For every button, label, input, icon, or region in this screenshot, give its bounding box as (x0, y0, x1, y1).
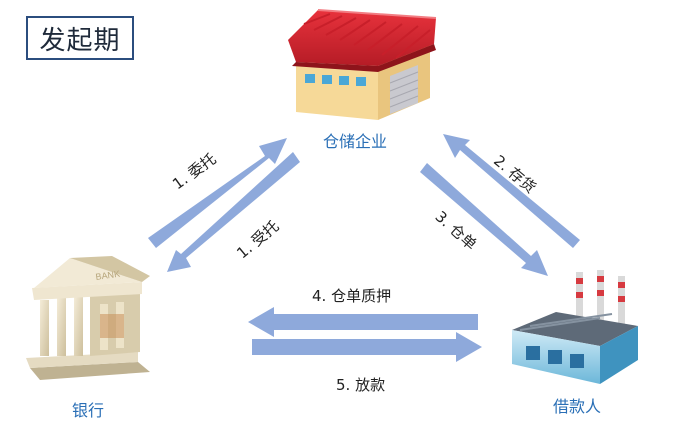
warehouse-label: 仓储企业 (323, 132, 388, 151)
arrow-label-loan: 5. 放款 (336, 376, 386, 394)
bank-icon: BANK (26, 256, 150, 380)
arrow-accept-entrust (167, 152, 300, 272)
arrow-inventory (443, 134, 580, 248)
arrow-warehouse-receipt (420, 163, 548, 276)
factory-icon (512, 270, 638, 384)
borrower-label: 借款人 (553, 397, 602, 416)
arrow-pledge (248, 307, 478, 337)
arrow-entrust (148, 138, 287, 248)
svg-text:BANK: BANK (95, 269, 121, 282)
warehouse-icon (288, 9, 437, 120)
bank-label: 银行 (72, 401, 105, 420)
arrow-label-pledge: 4. 仓单质押 (312, 287, 392, 305)
phase-title: 发起期 (26, 16, 134, 60)
arrow-loan (252, 332, 482, 362)
